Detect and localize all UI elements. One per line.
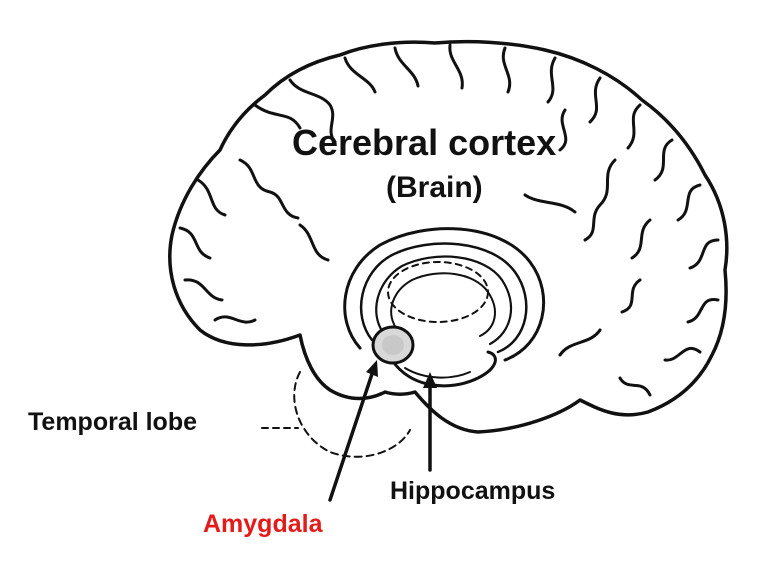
thalamus-outline xyxy=(387,261,489,323)
brain-outline xyxy=(168,39,729,434)
amygdala-label: Amygdala xyxy=(203,510,323,538)
diagram-subtitle: (Brain) xyxy=(386,171,483,204)
diagram-title: Cerebral cortex xyxy=(292,122,557,163)
cortex-folds xyxy=(178,43,720,397)
hippocampus-shape xyxy=(390,350,497,388)
hippocampus-arrowhead xyxy=(423,372,437,388)
temporal-lobe-label: Temporal lobe xyxy=(28,408,198,436)
corpus-callosum xyxy=(343,227,546,362)
amygdala-arrowhead xyxy=(366,360,378,377)
hippocampus-label: Hippocampus xyxy=(390,477,556,505)
amygdala-pointer xyxy=(328,366,376,502)
temporal-lobe-outline xyxy=(293,371,411,458)
